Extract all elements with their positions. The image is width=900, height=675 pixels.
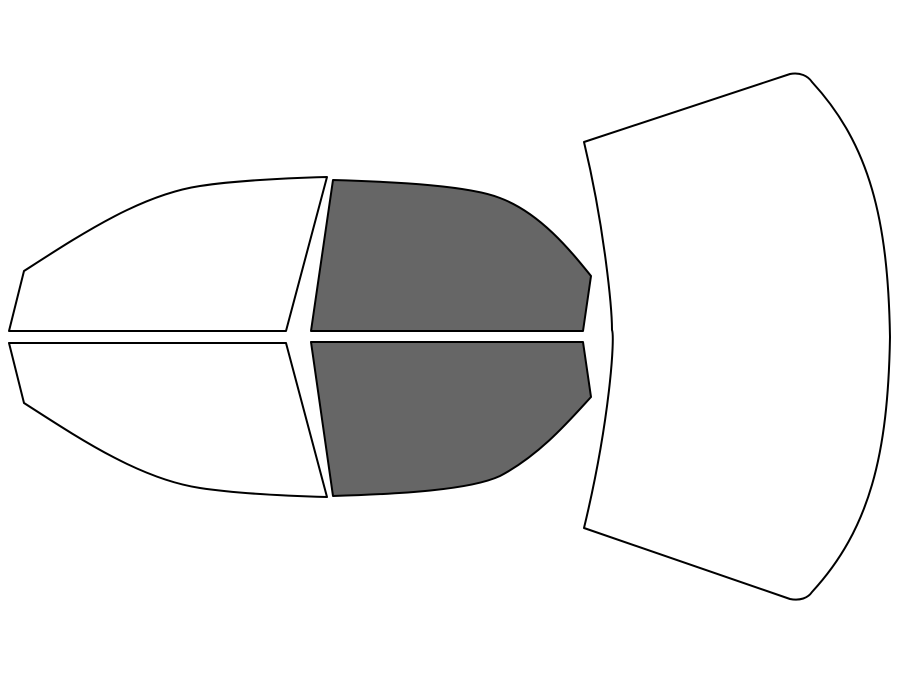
windshield-window[interactable] <box>583 72 891 601</box>
rear-quarter-right-window[interactable] <box>8 342 328 498</box>
rear-quarter-left-window[interactable] <box>8 176 328 332</box>
front-door-right-window[interactable] <box>310 341 592 497</box>
front-door-left-window[interactable] <box>310 179 592 332</box>
